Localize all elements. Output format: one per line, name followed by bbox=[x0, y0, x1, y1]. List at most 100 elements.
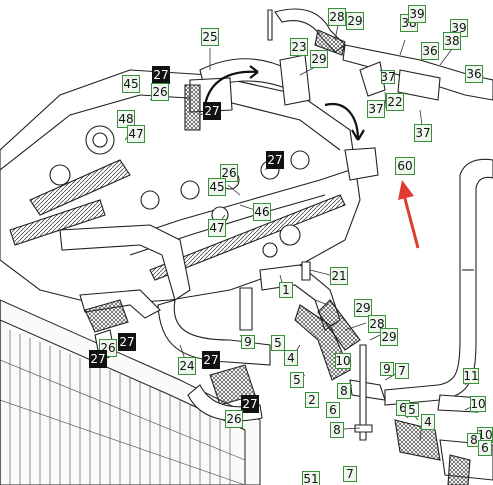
callout-47: 9 bbox=[380, 362, 394, 376]
callout-42: 11 bbox=[463, 368, 479, 384]
callout-label: 45 bbox=[123, 77, 139, 91]
callout-label: 22 bbox=[387, 95, 403, 109]
callout-label: 36 bbox=[422, 44, 438, 58]
callout-label: 27 bbox=[267, 153, 283, 167]
callout-label: 38 bbox=[444, 34, 460, 48]
callout-41: 7 bbox=[395, 363, 409, 379]
callout-43: 5 bbox=[290, 372, 304, 388]
callout-label: 7 bbox=[398, 364, 406, 378]
callout-13: 26 bbox=[151, 83, 169, 101]
callout-label: 10 bbox=[335, 354, 351, 368]
callout-label: 27 bbox=[153, 68, 169, 82]
callout-38: 9 bbox=[241, 335, 255, 349]
callout-label: 1 bbox=[282, 283, 290, 297]
callout-label: 29 bbox=[347, 14, 363, 28]
callout-label: 10 bbox=[470, 397, 486, 411]
callout-label: 27 bbox=[242, 397, 258, 411]
red-arrow bbox=[398, 180, 420, 249]
callout-dark-34: 27 bbox=[89, 350, 107, 368]
callout-0: 28 bbox=[328, 8, 346, 26]
callout-58: 51 bbox=[302, 471, 320, 485]
callout-10: 29 bbox=[310, 50, 328, 68]
callout-53: 4 bbox=[421, 414, 435, 430]
callout-label: 28 bbox=[369, 317, 385, 331]
callout-23: 26 bbox=[220, 164, 238, 182]
callout-dark-17: 27 bbox=[203, 102, 221, 120]
callout-16: 37 bbox=[414, 124, 432, 142]
callout-36: 24 bbox=[178, 357, 196, 375]
callout-19: 47 bbox=[127, 125, 145, 143]
callout-label: 37 bbox=[415, 126, 431, 140]
callout-label: 6 bbox=[399, 401, 407, 415]
callout-51: 5 bbox=[405, 403, 419, 417]
callout-label: 39 bbox=[409, 7, 425, 21]
motion-arrows bbox=[203, 65, 365, 141]
callout-52: 26 bbox=[225, 410, 243, 428]
callout-25: 46 bbox=[253, 203, 271, 221]
callout-14: 45 bbox=[122, 75, 140, 93]
callout-28: 1 bbox=[279, 282, 293, 298]
callout-label: 26 bbox=[152, 85, 168, 99]
callout-label: 27 bbox=[119, 335, 135, 349]
callout-label: 24 bbox=[179, 359, 195, 373]
right-pipe bbox=[384, 158, 493, 406]
callout-48: 10 bbox=[470, 396, 486, 412]
callout-18: 48 bbox=[117, 110, 135, 128]
callout-label: 29 bbox=[381, 330, 397, 344]
callout-9: 25 bbox=[201, 28, 219, 46]
callout-label: 27 bbox=[203, 353, 219, 367]
callout-label: 51 bbox=[303, 472, 319, 485]
callout-label: 8 bbox=[340, 384, 348, 398]
callout-44: 8 bbox=[337, 383, 351, 399]
callout-label: 26 bbox=[221, 166, 237, 180]
callout-40: 10 bbox=[335, 353, 351, 369]
callout-label: 45 bbox=[209, 180, 225, 194]
callout-label: 47 bbox=[209, 221, 225, 235]
callout-label: 21 bbox=[331, 269, 347, 283]
callout-20: 37 bbox=[380, 70, 396, 84]
callout-label: 6 bbox=[329, 403, 337, 417]
callout-label: 4 bbox=[287, 351, 295, 365]
callout-27: 21 bbox=[330, 267, 348, 285]
callout-label: 37 bbox=[368, 102, 384, 116]
callout-label: 36 bbox=[466, 67, 482, 81]
callout-label: 39 bbox=[451, 21, 467, 35]
callout-label: 4 bbox=[424, 415, 432, 429]
callout-8: 36 bbox=[465, 65, 483, 83]
callout-label: 27 bbox=[204, 104, 220, 118]
callout-label: 8 bbox=[470, 433, 478, 447]
callout-dark-12: 27 bbox=[152, 66, 170, 84]
callout-57: 6 bbox=[478, 440, 492, 456]
callout-dark-45: 27 bbox=[241, 395, 259, 413]
callout-label: 29 bbox=[355, 301, 371, 315]
callout-dark-37: 27 bbox=[202, 351, 220, 369]
callout-35: 5 bbox=[271, 335, 285, 351]
callout-label: 7 bbox=[346, 467, 354, 481]
callout-label: 5 bbox=[408, 403, 416, 417]
callout-dark-21: 27 bbox=[266, 151, 284, 169]
callout-label: 9 bbox=[244, 335, 252, 349]
callout-22: 60 bbox=[395, 157, 415, 175]
callout-label: 10 bbox=[477, 428, 493, 442]
callout-15: 22 bbox=[386, 93, 404, 111]
callout-31: 29 bbox=[380, 328, 398, 346]
callout-3: 39 bbox=[408, 5, 426, 23]
callout-label: 28 bbox=[329, 10, 345, 24]
callout-label: 23 bbox=[291, 40, 307, 54]
callout-label: 2 bbox=[308, 393, 316, 407]
callout-label: 11 bbox=[463, 369, 479, 383]
callout-54: 8 bbox=[330, 422, 344, 438]
callout-label: 5 bbox=[274, 336, 282, 350]
callout-label: 6 bbox=[481, 441, 489, 455]
callout-label: 5 bbox=[293, 373, 301, 387]
callout-1: 29 bbox=[346, 12, 364, 30]
upper-pipes bbox=[184, 8, 493, 131]
callout-49: 6 bbox=[326, 402, 340, 418]
callout-label: 8 bbox=[333, 423, 341, 437]
callout-5: 23 bbox=[290, 38, 308, 56]
callout-label: 9 bbox=[383, 362, 391, 376]
callout-7: 38 bbox=[443, 32, 461, 50]
callout-label: 60 bbox=[397, 159, 413, 173]
